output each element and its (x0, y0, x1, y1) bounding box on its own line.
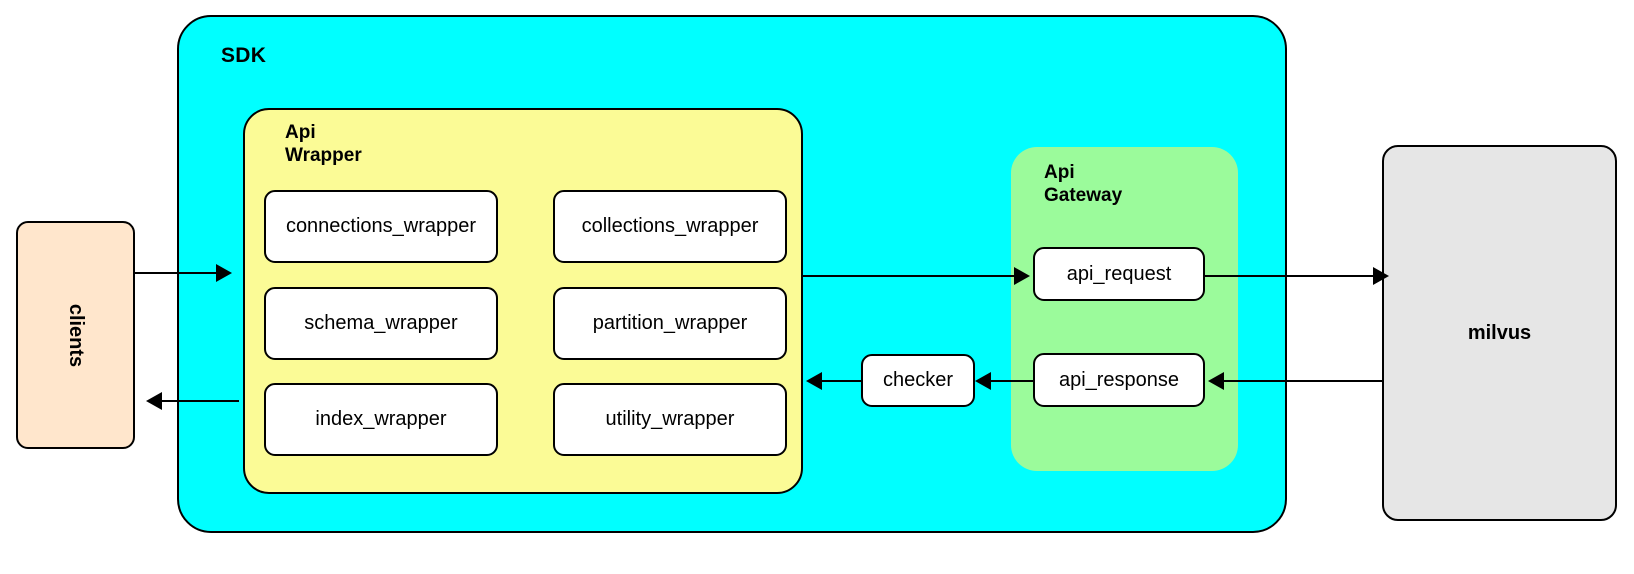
edge-api-wrapper-to-api-request (803, 275, 1016, 277)
node-utility-wrapper-label: utility_wrapper (605, 408, 735, 430)
edge-api-response-to-checker (991, 380, 1033, 382)
node-schema-wrapper[interactable]: schema_wrapper (264, 287, 498, 360)
container-sdk-label: SDK (221, 44, 267, 67)
node-api-response-label: api_response (1058, 368, 1180, 391)
container-api-gateway: Api Gateway (1011, 147, 1238, 471)
container-api-gateway-label: Api Gateway (1044, 162, 1123, 207)
edge-api-request-to-milvus (1205, 275, 1377, 277)
node-clients[interactable]: clients (16, 221, 135, 449)
node-milvus[interactable]: milvus (1382, 145, 1617, 521)
edge-api-response-to-checker-arrowhead (975, 372, 991, 390)
edge-api-wrapper-to-api-request-arrowhead (1014, 267, 1030, 285)
edge-checker-to-api-wrapper-arrowhead (806, 372, 822, 390)
edge-api-wrapper-to-clients-arrowhead (146, 392, 162, 410)
node-utility-wrapper[interactable]: utility_wrapper (553, 383, 787, 456)
edge-milvus-to-api-response (1224, 380, 1382, 382)
node-partition-wrapper-label: partition_wrapper (592, 312, 748, 334)
node-api-request-label: api_request (1066, 262, 1172, 285)
container-api-wrapper-label: Api Wrapper (285, 122, 362, 167)
node-collections-wrapper-label: collections_wrapper (581, 215, 759, 237)
node-collections-wrapper[interactable]: collections_wrapper (553, 190, 787, 263)
node-schema-wrapper-label: schema_wrapper (304, 312, 458, 334)
node-connections-wrapper[interactable]: connections_wrapper (264, 190, 498, 263)
node-milvus-label: milvus (1467, 321, 1532, 344)
node-index-wrapper[interactable]: index_wrapper (264, 383, 498, 456)
edge-checker-to-api-wrapper (822, 380, 861, 382)
edge-api-request-to-milvus-arrowhead (1373, 267, 1389, 285)
node-checker[interactable]: checker (861, 354, 975, 407)
edge-milvus-to-api-response-arrowhead (1208, 372, 1224, 390)
node-partition-wrapper[interactable]: partition_wrapper (553, 287, 787, 360)
node-connections-wrapper-label: connections_wrapper (285, 215, 477, 237)
edge-clients-to-api-wrapper-arrowhead (216, 264, 232, 282)
edge-api-wrapper-to-clients (162, 400, 239, 402)
node-index-wrapper-label: index_wrapper (315, 408, 447, 430)
node-clients-label: clients (64, 303, 87, 367)
node-api-request[interactable]: api_request (1033, 247, 1205, 301)
node-checker-label: checker (882, 369, 954, 391)
node-api-response[interactable]: api_response (1033, 353, 1205, 407)
edge-clients-to-api-wrapper (135, 272, 218, 274)
